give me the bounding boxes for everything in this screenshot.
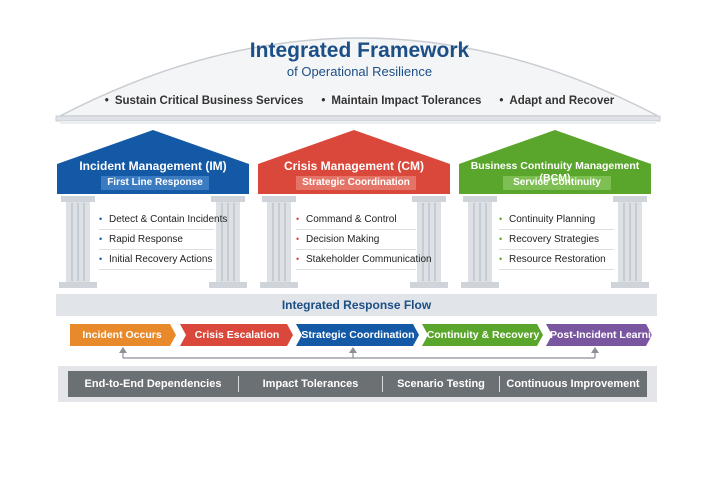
arrow-up-icon <box>349 347 357 353</box>
foundation-divider <box>382 376 383 392</box>
pillar-subtitle: Service Continuity <box>513 177 601 188</box>
pillar-item-label: Detect & Contain Incidents <box>109 214 228 225</box>
column-left-capital <box>262 196 296 202</box>
pillar-title: Business Continuity Management (BCM) <box>470 160 640 184</box>
column-left-capital <box>61 196 95 202</box>
subtitle-band <box>296 176 416 190</box>
pillar-business-continuity-management: Business Continuity Management (BCM) Ser… <box>457 130 653 290</box>
pillar-item-label: Continuity Planning <box>509 214 596 225</box>
flow-step-label: Continuity & Recovery <box>426 329 540 341</box>
flow-step-arrow <box>180 324 293 346</box>
column-right-capital <box>412 196 446 202</box>
foundation-bar: End-to-End Dependencies Impact Tolerance… <box>58 366 657 402</box>
diagram-title: Integrated Framework <box>249 39 470 62</box>
foundation-inner: End-to-End Dependencies Impact Tolerance… <box>68 371 647 397</box>
pillar-structure <box>57 130 249 288</box>
column-left-capital <box>463 196 497 202</box>
pillar-subtitle: First Line Response <box>107 177 203 188</box>
column-left-base <box>461 282 499 288</box>
flow-step-arrow <box>296 324 419 346</box>
foundation-divider <box>499 376 500 392</box>
pillar-item-label: Rapid Response <box>109 234 183 245</box>
principle-label: Maintain Impact Tolerances <box>331 95 482 107</box>
principle-item: •Maintain Impact Tolerances <box>321 95 482 107</box>
column-right-base <box>209 282 247 288</box>
pillar-item: •Rapid Response <box>99 230 214 250</box>
foundation-item: Impact Tolerances <box>262 378 359 390</box>
column-right-capital <box>211 196 245 202</box>
flow-step-label: Crisis Escalation <box>194 329 280 341</box>
pillar-item-label: Initial Recovery Actions <box>109 254 213 265</box>
column-right-capital <box>613 196 647 202</box>
pillar-item-label: Resource Restoration <box>509 254 606 265</box>
pillar-item: •Initial Recovery Actions <box>99 250 214 270</box>
pillar-structure <box>258 130 450 288</box>
pillar-item: •Stakeholder Communication <box>296 250 432 270</box>
principle-label: Sustain Critical Business Services <box>114 95 304 107</box>
pillar-item-label: Command & Control <box>306 214 397 225</box>
principle-label: Adapt and Recover <box>509 95 615 107</box>
pillar-incident-management: Incident Management (IM) First Line Resp… <box>55 130 251 290</box>
principles-list: •Sustain Critical Business Services •Mai… <box>0 95 719 107</box>
pillar-item-label: Recovery Strategies <box>509 234 600 245</box>
pillar-title: Incident Management (IM) <box>79 159 227 173</box>
foundation-item: Continuous Improvement <box>506 378 640 390</box>
pillar-item: •Command & Control <box>296 210 416 230</box>
flow-step-label: Incident Occurs <box>82 329 162 341</box>
flow-step-arrow <box>70 324 176 346</box>
flow-title: Integrated Response Flow <box>56 294 657 316</box>
pillar-crisis-management: Crisis Management (CM) Strategic Coordin… <box>256 130 452 290</box>
subtitle-band <box>503 176 611 190</box>
foundation-divider <box>238 376 239 392</box>
flow-step-arrow <box>546 324 652 346</box>
arrow-up-icon <box>591 347 599 353</box>
flow-step-label: Post-Incident Learning <box>550 329 664 341</box>
arrow-up-icon <box>119 347 127 353</box>
column-left-base <box>59 282 97 288</box>
column-right-base <box>611 282 649 288</box>
foundation-item: End-to-End Dependencies <box>84 378 222 390</box>
flow-step-arrow <box>422 324 543 346</box>
pillar-title: Crisis Management (CM) <box>283 159 425 173</box>
principle-item: •Adapt and Recover <box>499 95 615 107</box>
pillar-item-label: Stakeholder Communication <box>306 254 432 265</box>
principle-item: •Sustain Critical Business Services <box>104 95 304 107</box>
column-right-base <box>410 282 448 288</box>
foundation-item: Scenario Testing <box>397 378 485 390</box>
pillar-item-label: Decision Making <box>306 234 380 245</box>
pillar-item: •Detect & Contain Incidents <box>99 210 227 230</box>
pillar-item: •Resource Restoration <box>499 250 614 270</box>
flow-step-label: Strategic Coordination <box>301 329 415 341</box>
pillar-item: •Recovery Strategies <box>499 230 614 250</box>
pillar-item: •Decision Making <box>296 230 416 250</box>
subtitle-band <box>101 176 209 190</box>
column-left-base <box>260 282 298 288</box>
pillar-subtitle: Strategic Coordination <box>302 177 410 188</box>
pillar-structure <box>459 130 651 288</box>
diagram-subtitle: of Operational Resilience <box>286 64 433 79</box>
pillar-item: •Continuity Planning <box>499 210 614 230</box>
